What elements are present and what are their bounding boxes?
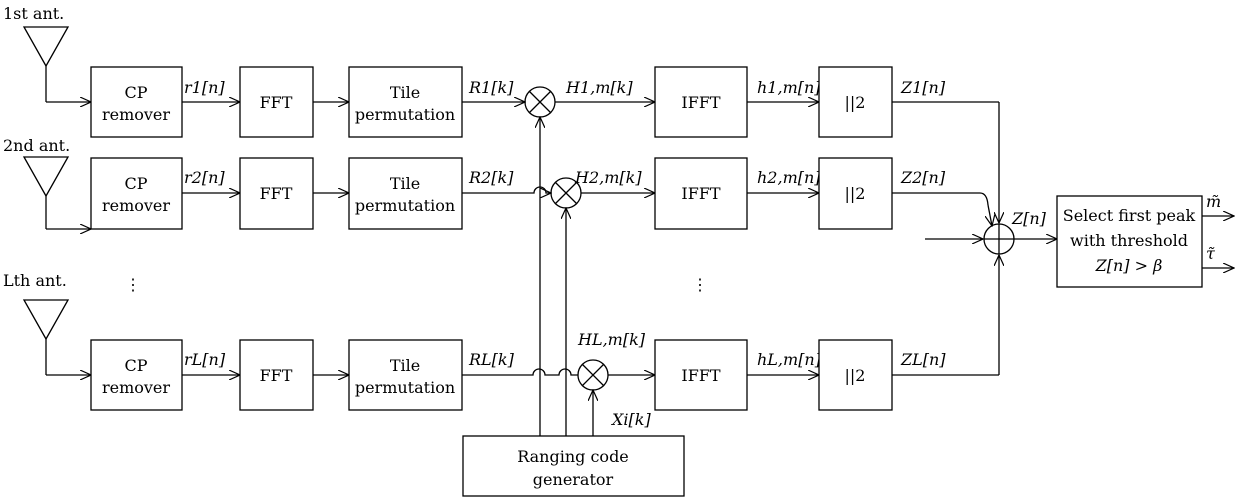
ifft-label-1: IFFT	[681, 93, 721, 112]
ifft-label-L: IFFT	[681, 366, 721, 385]
sum-input-2	[979, 192, 989, 206]
tile-permutation-block-1	[348, 66, 463, 138]
signal-Z-2: Z2[n]	[900, 168, 946, 187]
fft-label-L: FFT	[260, 366, 293, 385]
cp-remover-block-L	[90, 339, 183, 411]
tile-permutation-label-1b: permutation	[355, 105, 455, 124]
adder-icon	[983, 223, 1015, 255]
tile-permutation-label-Lb: permutation	[355, 378, 455, 397]
antenna-icon-2	[22, 156, 91, 229]
signal-H-1: H1,m[k]	[565, 78, 633, 97]
fft-block-2	[239, 157, 314, 230]
magnitude-squared-label-2: ||2	[845, 184, 866, 203]
signal-R-1: R1[k]	[468, 78, 514, 97]
tile-permutation-label-1a: Tile	[390, 83, 420, 102]
fft-block-1	[239, 66, 314, 138]
branch-ellipsis-left: ⋮	[125, 275, 141, 294]
cp-remover-label-La: CP	[124, 356, 147, 375]
signal-H-L: HL,m[k]	[577, 330, 646, 349]
signal-r-L: rL[n]	[184, 350, 226, 369]
antenna-label-L: Lth ant.	[3, 271, 67, 290]
tile-permutation-block-L	[348, 339, 463, 411]
cp-remover-label-Lb: remover	[102, 378, 170, 397]
tile-permutation-block-2	[348, 157, 463, 230]
cp-remover-label-1b: remover	[102, 105, 170, 124]
signal-X: Xi[k]	[610, 410, 651, 429]
branch-ellipsis-mid: ⋮	[692, 275, 708, 294]
cp-remover-label-2a: CP	[124, 174, 147, 193]
signal-H-2: H2,m[k]	[574, 168, 642, 187]
antenna-icon-1	[22, 26, 91, 102]
ranging-code-generator-block	[462, 435, 685, 497]
peak-selector-block	[1056, 195, 1203, 288]
ranging-code-generator-label-b: generator	[533, 470, 614, 489]
multiplier-icon-L	[577, 359, 609, 391]
fft-label-2: FFT	[260, 184, 293, 203]
tile-permutation-label-La: Tile	[390, 356, 420, 375]
fft-block-L	[239, 339, 314, 411]
antenna-label-1: 1st ant.	[3, 4, 64, 23]
branch-1: CP remover r1[n] FFT Tile permutation R1…	[90, 66, 999, 138]
signal-Z-1: Z1[n]	[900, 78, 946, 97]
magnitude-squared-label-1: ||2	[845, 93, 866, 112]
ifft-block-2	[654, 157, 748, 230]
peak-selector-label-a: Select first peak	[1063, 206, 1196, 225]
signal-Z-L: ZL[n]	[900, 350, 946, 369]
signal-Z-sum: Z[n]	[1011, 209, 1047, 228]
signal-h-L: hL,m[n]	[757, 350, 822, 369]
branch-2: CP remover r2[n] FFT Tile permutation R2…	[90, 157, 980, 230]
antenna-icon-L	[22, 299, 91, 375]
signal-R-2: R2[k]	[468, 168, 514, 187]
cp-remover-label-1a: CP	[124, 83, 147, 102]
magnitude-squared-block-2	[818, 157, 893, 230]
fft-label-1: FFT	[260, 93, 293, 112]
output-tau: τ̃	[1206, 244, 1216, 263]
signal-h-2: h2,m[n]	[757, 168, 821, 187]
ifft-block-1	[654, 66, 748, 138]
branch-L: CP remover rL[n] FFT Tile permutation RL…	[90, 330, 999, 411]
signal-r-2: r2[n]	[184, 168, 225, 187]
cp-remover-block-1	[90, 66, 183, 138]
peak-selector-label-c: Z[n] > β	[1095, 256, 1163, 275]
ranging-code-generator-label-a: Ranging code	[517, 447, 629, 466]
multiplier-icon-1	[524, 86, 556, 118]
ifft-label-2: IFFT	[681, 184, 721, 203]
magnitude-squared-block-L	[818, 339, 893, 411]
signal-r-1: r1[n]	[184, 78, 225, 97]
magnitude-squared-label-L: ||2	[845, 366, 866, 385]
ifft-block-L	[654, 339, 748, 411]
signal-h-1: h1,m[n]	[757, 78, 821, 97]
cp-remover-label-2b: remover	[102, 196, 170, 215]
output-m: m̃	[1206, 192, 1221, 211]
signal-R-L: RL[k]	[468, 350, 515, 369]
cp-remover-block-2	[90, 157, 183, 230]
tile-permutation-label-2b: permutation	[355, 196, 455, 215]
antenna-label-2: 2nd ant.	[3, 136, 70, 155]
peak-selector-label-b: with threshold	[1070, 231, 1188, 250]
tile-permutation-label-2a: Tile	[390, 174, 420, 193]
